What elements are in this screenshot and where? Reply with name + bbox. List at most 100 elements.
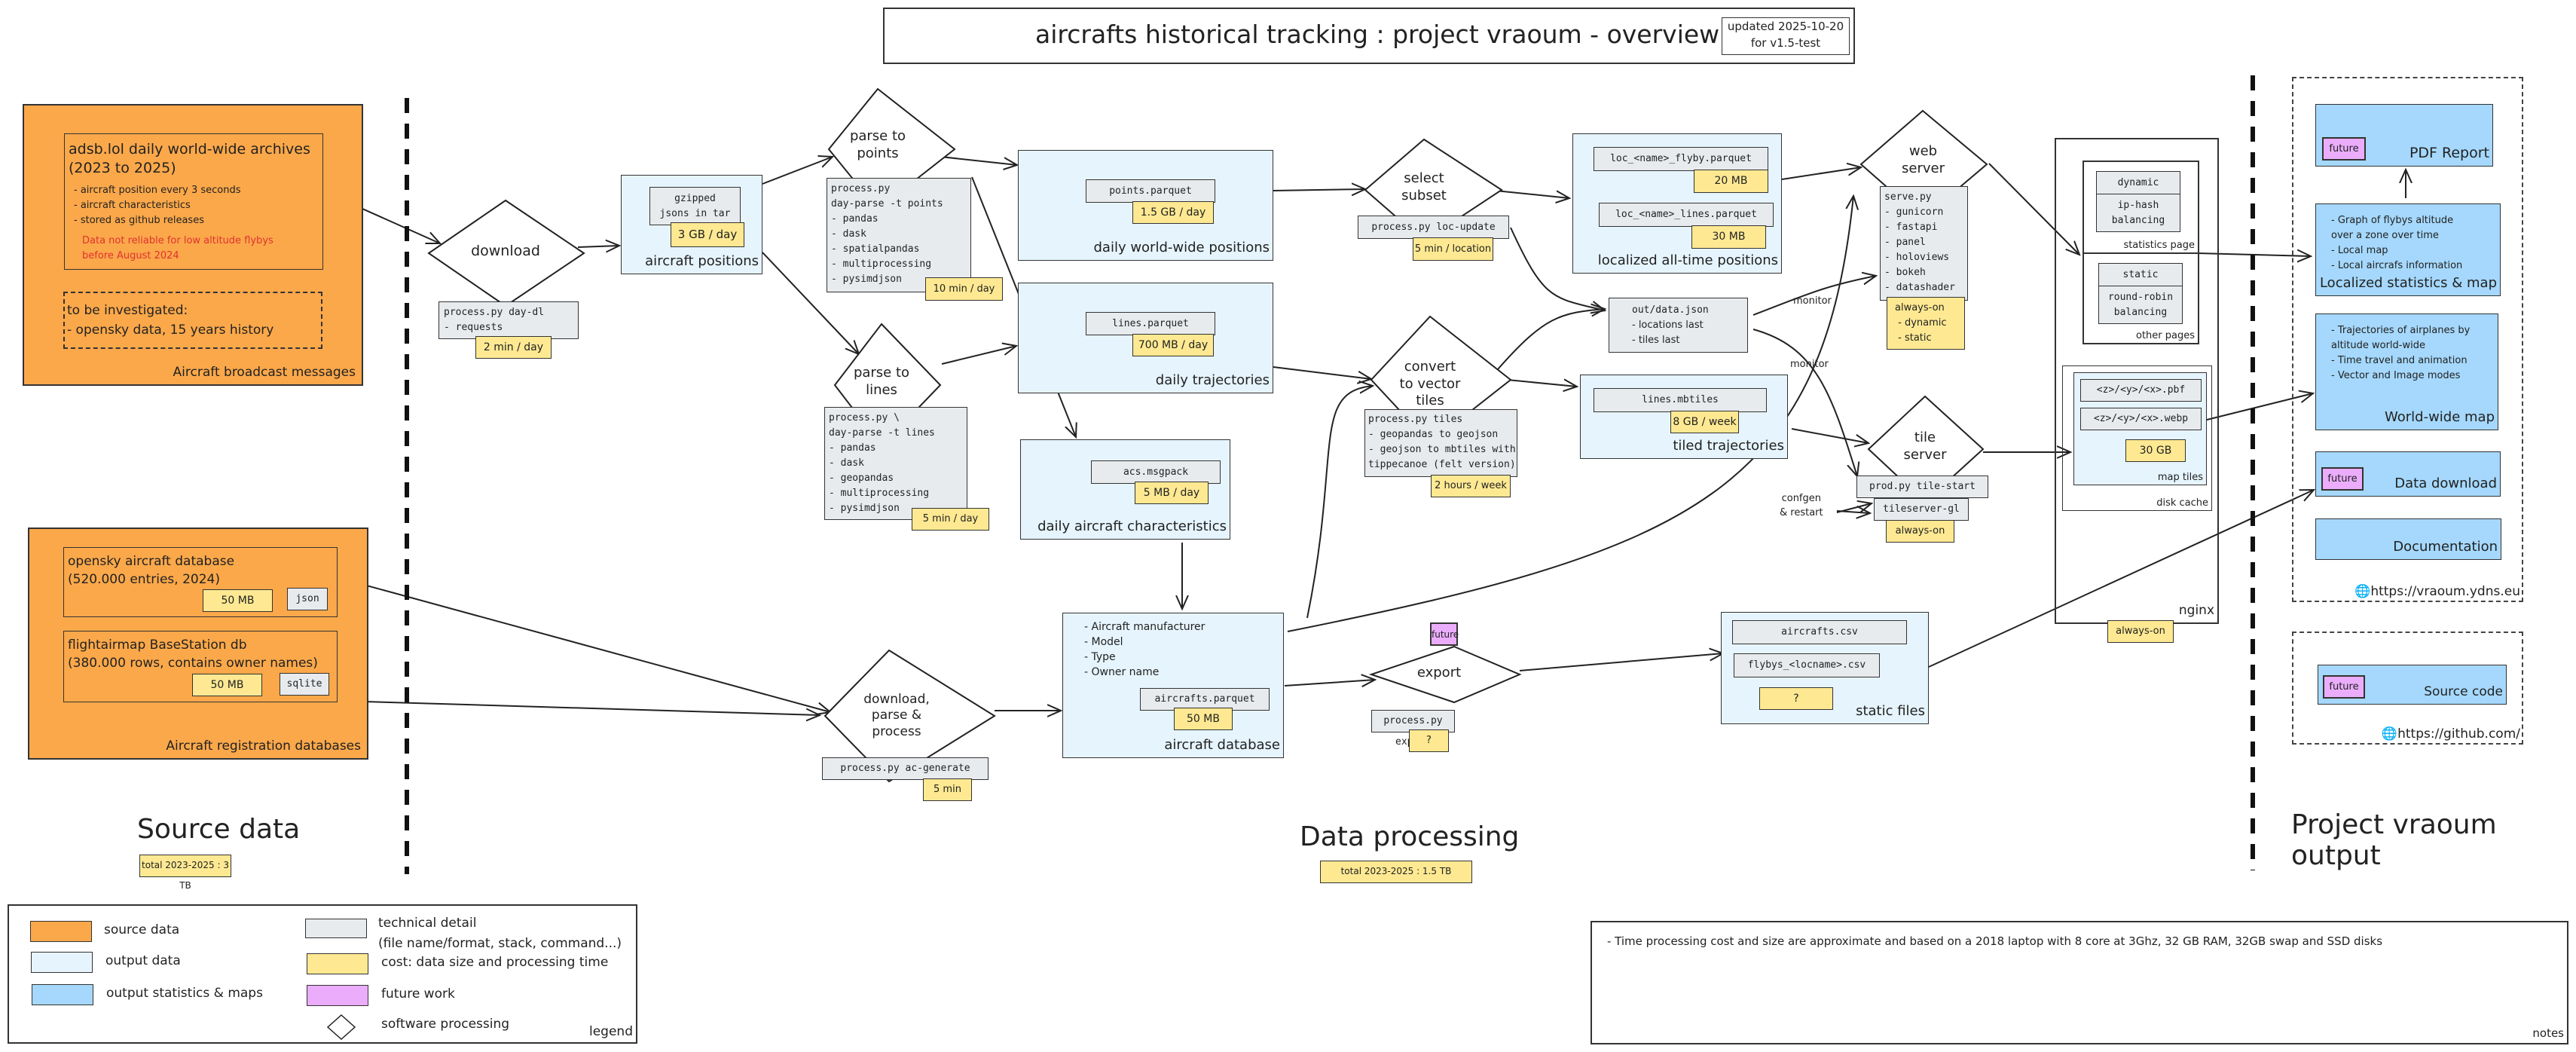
aircraft-database-box: - Aircraft manufacturer - Model - Type -… [1062, 613, 1284, 758]
updated-version: for v1.5-test [1750, 36, 1821, 50]
list-item: over a zone over time [2331, 230, 2439, 241]
export-label: export [1416, 665, 1462, 680]
adsb-archive-box: adsb.lol daily world-wide archives (2023… [64, 133, 323, 270]
localized-size-lines: 30 MB [1691, 225, 1766, 249]
web-server-cost: always-on - dynamic - static [1887, 297, 1965, 350]
legend-box: source data output data output statistic… [8, 904, 637, 1044]
parse-lines-cmd: process.py \ day-parse -t lines - pandas… [824, 407, 967, 520]
acdb-file: aircrafts.parquet [1140, 688, 1270, 711]
parse-lines-cost: 5 min / day [912, 508, 989, 531]
localized-stats-card[interactable]: - Graph of flybys altitude over a zone o… [2315, 203, 2501, 296]
edge-download-positions [577, 246, 619, 247]
export-cost: ? [1409, 729, 1449, 752]
edge-datajson-tileserver [1752, 329, 1857, 476]
list-item: - Vector and Image modes [2331, 370, 2461, 381]
source-code-caption: Source code [2424, 684, 2503, 699]
localized-stats-caption: Localized statistics & map [2319, 275, 2497, 291]
export-future-badge: future [1430, 622, 1459, 646]
opensky-size: 50 MB [203, 589, 273, 612]
list-item: - Local map [2331, 245, 2388, 256]
tiled-caption: tiled trajectories [1673, 438, 1784, 454]
legend-label-process: software processing [381, 1017, 510, 1032]
notes-text: - Time processing cost and size are appr… [1607, 934, 2383, 948]
worldmap-items: - Trajectories of airplanes by altitude … [2331, 323, 2470, 384]
list-item: - Time travel and animation [2331, 355, 2468, 366]
ac-generate-label: download, parse & process [863, 692, 930, 739]
edge-tiles-datajson [1497, 309, 1605, 370]
edge-acdb-web [1287, 196, 1853, 632]
tile-server-label: tile server [1903, 430, 1947, 463]
tile-server-cost: always-on [1886, 520, 1954, 543]
web-server-cmd: serve.py - gunicorn - fastapi - panel - … [1880, 186, 1968, 301]
source-code-card[interactable]: future Source code [2318, 665, 2507, 705]
registration-databases-group: opensky aircraft database (520.000 entri… [28, 528, 368, 760]
daily-characteristics-caption: daily aircraft characteristics [1037, 518, 1227, 534]
nginx-caption: nginx [2178, 603, 2214, 618]
opensky-db-box: opensky aircraft database (520.000 entri… [63, 547, 338, 617]
worldmap-card[interactable]: - Trajectories of airplanes by altitude … [2315, 313, 2498, 430]
updated-date: updated 2025-10-20 [1727, 20, 1844, 33]
list-item: - stored as github releases [74, 215, 204, 226]
site-url[interactable]: https://vraoum.ydns.eu [2370, 584, 2520, 599]
list-item: - Model [1084, 636, 1123, 648]
edge-localized-web [1781, 167, 1861, 180]
tiled-size: 8 GB / week [1670, 411, 1739, 433]
documentation-caption: Documentation [2393, 539, 2498, 555]
list-item: - Graph of flybys altitude [2331, 215, 2454, 226]
pdf-report-card[interactable]: future PDF Report [2315, 104, 2493, 167]
legend-label-stats: output statistics & maps [106, 986, 263, 1001]
registration-caption: Aircraft registration databases [166, 739, 361, 754]
source-total: total 2023-2025 : 3 TB [139, 855, 231, 891]
localized-positions-box: loc_<name>_flyby.parquet 20 MB loc_<name… [1572, 133, 1782, 274]
tile-pbf: <z>/<y>/<x>.pbf [2080, 379, 2202, 402]
flightairmap-size: 50 MB [192, 674, 262, 696]
legend-label-future: future work [381, 986, 455, 1002]
legend-label-output: output data [105, 953, 181, 968]
flightairmap-db-box: flightairmap BaseStation db (380.000 row… [63, 631, 338, 702]
data-download-card[interactable]: future Data download [2315, 451, 2501, 497]
positions-size: 3 GB / day [671, 222, 744, 247]
stats-page-box: dynamic ip-hash balancing statistics pag… [2082, 161, 2199, 254]
download-future-badge: future [2321, 467, 2364, 491]
source-future-badge: future [2323, 675, 2365, 699]
pdf-caption: PDF Report [2409, 145, 2489, 161]
select-subset-cost: 5 min / location [1413, 237, 1493, 261]
list-item: - locations last [1632, 320, 1704, 331]
list-item: - aircraft characteristics [74, 200, 191, 211]
output-section-title: Project vraoum output [2291, 809, 2497, 871]
list-item: - tiles last [1632, 335, 1680, 346]
repository-group[interactable]: future Source code 🌐https://github.com/ [2292, 632, 2523, 745]
site-url-link[interactable]: 🌐https://vraoum.ydns.eu [2354, 584, 2520, 599]
localized-file-flyby: loc_<name>_flyby.parquet [1594, 147, 1768, 171]
tiled-trajectories-box: lines.mbtiles 8 GB / week tiled trajecto… [1580, 375, 1788, 459]
parse-points-cmd: process.py day-parse -t points - pandas … [827, 178, 971, 292]
edge-datajson-web [1752, 276, 1876, 316]
map-tiles-caption: map tiles [2157, 472, 2203, 483]
positions-file: gzipped jsons in tar [649, 187, 741, 225]
edge-static-download [1928, 490, 2314, 668]
notes-caption: notes [2532, 1026, 2564, 1040]
edge-parselines-traj [941, 346, 1016, 365]
repo-url-link[interactable]: 🌐https://github.com/ [2382, 726, 2520, 742]
documentation-card[interactable]: Documentation [2315, 518, 2501, 560]
website-group[interactable]: future PDF Report - Graph of flybys alti… [2292, 77, 2523, 602]
legend-label-tech: technical detail (file name/format, stac… [378, 916, 622, 951]
daily-trajectories-size: 700 MB / day [1132, 334, 1214, 356]
stats-caption: statistics page [2123, 240, 2195, 251]
localized-stats-items: - Graph of flybys altitude over a zone o… [2331, 213, 2462, 274]
disk-cache-caption: disk cache [2156, 497, 2208, 509]
edge-export-static [1519, 653, 1723, 671]
download-label: download [471, 243, 540, 259]
list-item: - Owner name [1084, 666, 1160, 678]
daily-characteristics-file: acs.msgpack [1091, 460, 1221, 484]
data-download-caption: Data download [2394, 476, 2497, 491]
other-mode: static [2098, 263, 2183, 286]
daily-trajectories-file: lines.parquet [1086, 312, 1215, 335]
repo-url[interactable]: https://github.com/ [2397, 726, 2520, 742]
investigate-box: to be investigated: - opensky data, 15 y… [63, 292, 322, 349]
static-size: ? [1759, 687, 1833, 710]
stats-balance: ip-hash balancing [2096, 194, 2180, 232]
data-json-box: out/data.json - locations last - tiles l… [1609, 298, 1748, 353]
adsb-items: - aircraft position every 3 seconds - ai… [74, 183, 241, 228]
broadcast-messages-group: adsb.lol daily world-wide archives (2023… [23, 104, 363, 386]
